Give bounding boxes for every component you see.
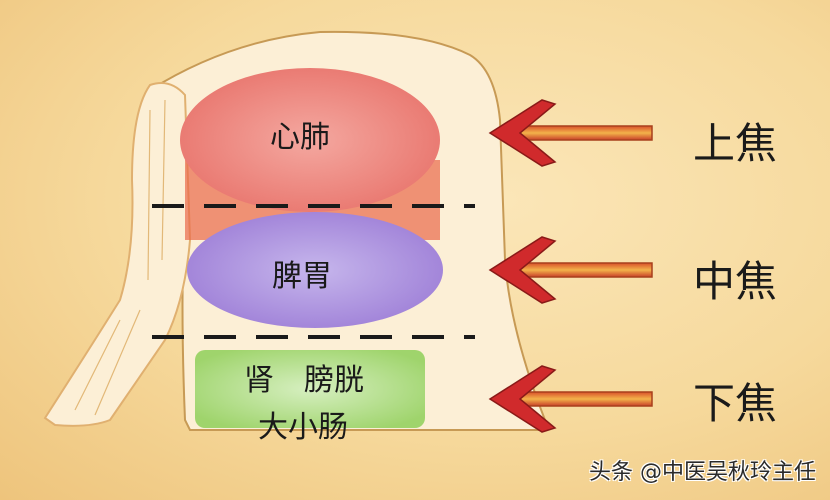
organ-label-lower-line1: 肾 膀胱 bbox=[244, 363, 364, 398]
jiao-label-lower: 下焦 bbox=[693, 379, 778, 428]
arrow-upper-icon bbox=[488, 99, 653, 167]
jiao-label-middle: 中焦 bbox=[693, 257, 778, 306]
organ-label-lower-line2: 大小肠 bbox=[258, 410, 348, 445]
organ-label-middle: 脾胃 bbox=[272, 259, 332, 294]
left-arm bbox=[43, 82, 192, 427]
watermark: 头条 @中医吴秋玲主任 bbox=[589, 460, 816, 485]
middle-jiao-region bbox=[187, 212, 443, 328]
lower-jiao-region bbox=[195, 350, 425, 428]
jiao-label-upper: 上焦 bbox=[693, 119, 778, 168]
arrow-lower-icon bbox=[488, 365, 653, 433]
upper-jiao-region bbox=[180, 68, 440, 212]
arrow-middle-icon bbox=[488, 236, 653, 304]
organ-label-upper: 心肺 bbox=[270, 120, 330, 155]
